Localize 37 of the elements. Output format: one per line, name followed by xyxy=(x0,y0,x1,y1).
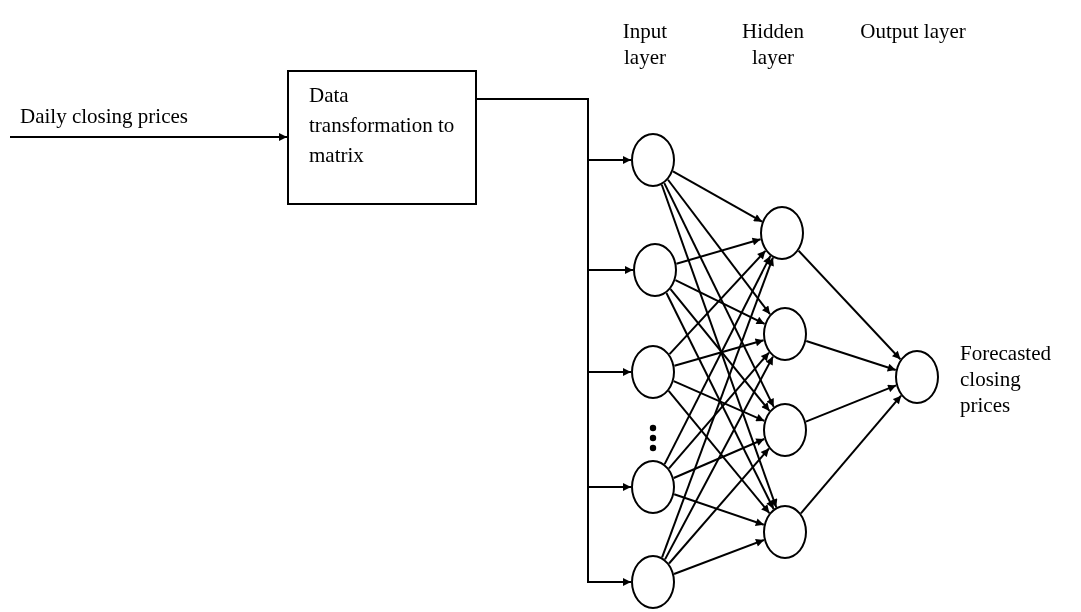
arrow xyxy=(663,254,772,466)
neuron-circle xyxy=(760,206,804,260)
neuron-circle xyxy=(763,307,807,361)
layer-heading: Output layer xyxy=(859,18,967,44)
arrow xyxy=(667,178,771,316)
arrow xyxy=(805,339,897,372)
arrow xyxy=(661,256,774,559)
neuron-circle xyxy=(763,505,807,559)
arrow xyxy=(673,538,765,576)
process-box: Data transformation to matrix xyxy=(287,70,477,205)
neuron-circle xyxy=(631,345,675,399)
arrow xyxy=(668,351,770,470)
arrow xyxy=(673,493,765,526)
neuron-circle xyxy=(633,243,677,297)
layer-heading: Hidden layer xyxy=(741,18,805,70)
neuron-circle xyxy=(631,555,675,609)
arrow xyxy=(675,237,762,265)
arrow xyxy=(663,182,775,408)
arrow xyxy=(673,338,765,367)
arrow xyxy=(674,279,766,325)
arrow xyxy=(660,183,778,509)
arrow xyxy=(664,355,774,561)
arrow xyxy=(797,249,902,361)
arrow xyxy=(669,288,771,412)
arrow xyxy=(665,292,775,510)
arrow xyxy=(9,133,288,141)
neuron-circle xyxy=(895,350,939,404)
neuron-circle xyxy=(631,460,675,514)
neuron-circle xyxy=(631,133,675,187)
node-caption: Forecasted closing prices xyxy=(960,340,1052,418)
arrow xyxy=(672,170,763,223)
layer-heading: Input layer xyxy=(621,18,669,70)
arrow xyxy=(668,447,770,565)
arrow xyxy=(667,389,771,515)
arrow xyxy=(799,394,903,515)
arrow xyxy=(668,249,767,356)
neuron-circle xyxy=(763,403,807,457)
